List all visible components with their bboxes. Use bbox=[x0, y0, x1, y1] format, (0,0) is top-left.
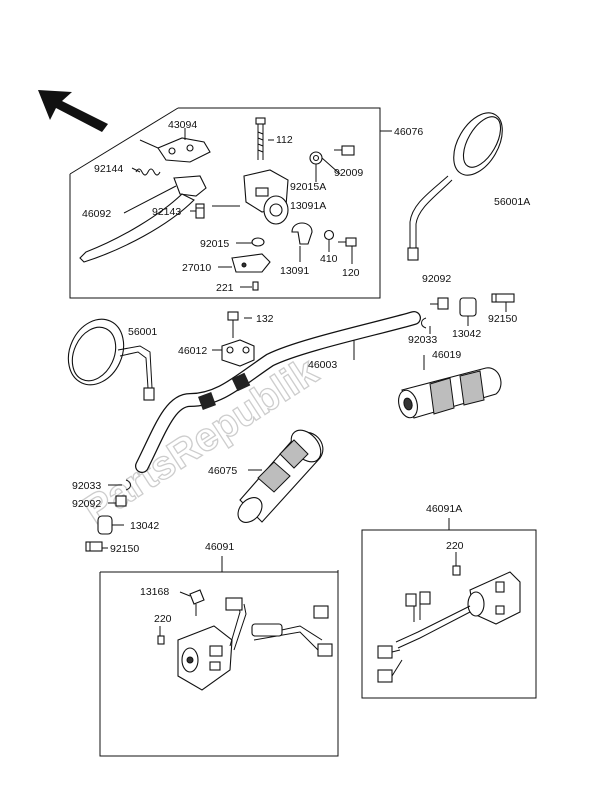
clamp-13091-part bbox=[291, 222, 313, 245]
clutch-lever-part bbox=[79, 175, 207, 263]
clutch-lever-group-box bbox=[69, 107, 392, 299]
label-46019: 46019 bbox=[432, 349, 461, 361]
label-46091: 46091 bbox=[205, 541, 234, 553]
label-120: 120 bbox=[342, 267, 360, 279]
left-mirror-part bbox=[67, 318, 155, 401]
washer-410-part bbox=[323, 229, 335, 241]
spring-part bbox=[135, 168, 161, 176]
watermark: PartsRepublik bbox=[75, 348, 326, 533]
label-46076: 46076 bbox=[394, 126, 423, 138]
label-112: 112 bbox=[276, 134, 293, 146]
label-92092-left: 92092 bbox=[72, 498, 101, 510]
right-handlebar-switch-part bbox=[377, 565, 521, 683]
label-56001A: 56001A bbox=[494, 196, 530, 208]
bolt-92009-part bbox=[334, 145, 355, 156]
label-27010: 27010 bbox=[182, 262, 211, 274]
label-92092-right: 92092 bbox=[422, 273, 451, 285]
screw-92150-right-part bbox=[491, 293, 515, 303]
nut-92015a-part bbox=[309, 151, 323, 165]
right-switch-group-box bbox=[361, 518, 537, 699]
label-46012: 46012 bbox=[178, 345, 207, 357]
leader-lines bbox=[102, 128, 507, 636]
label-92015: 92015 bbox=[200, 238, 229, 250]
label-46091A: 46091A bbox=[426, 503, 462, 515]
handlebar-holder-part bbox=[221, 339, 255, 367]
collar-13042-right-part bbox=[459, 297, 477, 317]
label-13042-left: 13042 bbox=[130, 520, 159, 532]
bolt-132-part bbox=[227, 311, 239, 338]
collar-13042-left-part bbox=[97, 515, 113, 535]
label-92150-left: 92150 bbox=[110, 543, 139, 555]
nut-92015-part bbox=[251, 237, 265, 247]
label-92009: 92009 bbox=[334, 167, 363, 179]
handlebar-part bbox=[135, 311, 421, 473]
watermark-text: PartsRepublik bbox=[76, 349, 326, 533]
throttle-grip-part bbox=[398, 367, 502, 419]
label-46092: 46092 bbox=[82, 208, 111, 220]
direction-arrow-icon bbox=[38, 90, 108, 132]
label-92144: 92144 bbox=[94, 163, 123, 175]
label-220-left: 220 bbox=[154, 613, 172, 625]
cap-92092-left-part bbox=[115, 495, 127, 507]
left-grip-part bbox=[237, 429, 324, 523]
label-221: 221 bbox=[216, 282, 234, 294]
label-56001: 56001 bbox=[128, 326, 157, 338]
right-mirror-part bbox=[407, 112, 503, 261]
pin-part bbox=[195, 203, 205, 219]
label-43094: 43094 bbox=[168, 119, 197, 131]
label-92150-right: 92150 bbox=[488, 313, 517, 325]
clutch-switch-part bbox=[231, 253, 271, 273]
switch-bracket-part bbox=[157, 132, 211, 163]
left-handlebar-switch-part bbox=[157, 589, 333, 691]
part-labels: 43094 112 46076 92144 92009 92015A 46092… bbox=[72, 119, 530, 625]
washer-92033-right-part bbox=[421, 317, 427, 329]
label-132: 132 bbox=[256, 313, 274, 325]
bolt-120-part bbox=[338, 237, 357, 247]
screw-221-part bbox=[252, 281, 259, 291]
label-92033-left: 92033 bbox=[72, 480, 101, 492]
label-92033-right: 92033 bbox=[408, 334, 437, 346]
screw-92150-left-part bbox=[85, 541, 103, 552]
label-410: 410 bbox=[320, 253, 338, 265]
label-92143: 92143 bbox=[152, 206, 181, 218]
label-13042-right: 13042 bbox=[452, 328, 481, 340]
label-220-right: 220 bbox=[446, 540, 464, 552]
label-46075: 46075 bbox=[208, 465, 237, 477]
washer-92033-left-part bbox=[125, 479, 131, 491]
label-46003: 46003 bbox=[308, 359, 337, 371]
label-13168: 13168 bbox=[140, 586, 169, 598]
label-13091: 13091 bbox=[280, 265, 309, 277]
label-13091A: 13091A bbox=[290, 200, 326, 212]
cap-92092-right-part bbox=[437, 297, 449, 310]
bolt-112-part bbox=[255, 117, 266, 160]
left-switch-group-box bbox=[99, 556, 339, 757]
label-92015A: 92015A bbox=[290, 181, 326, 193]
lever-holder-part bbox=[243, 169, 289, 225]
